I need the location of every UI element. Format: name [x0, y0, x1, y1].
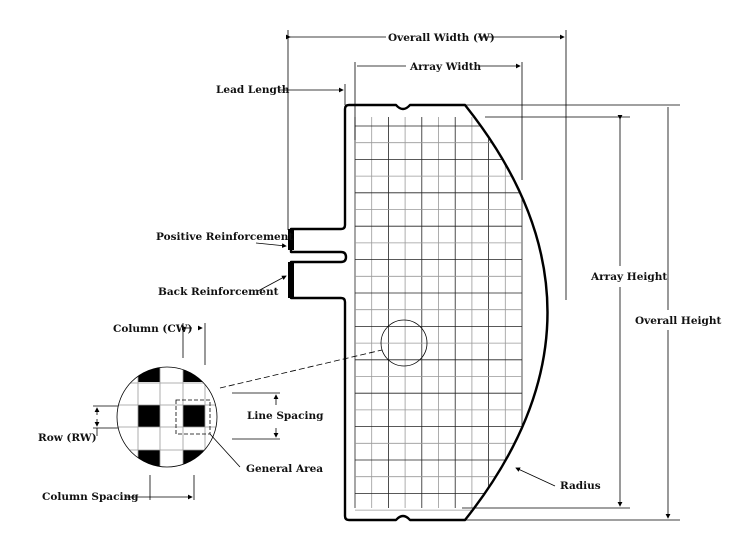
column-cw-label: Column (CW): [113, 323, 192, 335]
row-rw-label: Row (RW): [38, 432, 97, 444]
lead-length-label: Lead Length: [216, 84, 290, 96]
detail-callout-circle: [380, 319, 428, 367]
line-spacing-label: Line Spacing: [247, 410, 324, 422]
element-outline: [289, 103, 549, 522]
radius-label: Radius: [560, 480, 601, 492]
magnified-detail: [116, 366, 218, 468]
column-spacing-label: Column Spacing: [42, 491, 139, 503]
conductor-grid: [354, 117, 523, 511]
back-reinforcement-bar: [288, 262, 294, 298]
labels: Overall Width (W) Array Width Lead Lengt…: [38, 31, 721, 503]
general-area-label: General Area: [246, 463, 323, 475]
overall-width-label: Overall Width (W): [388, 32, 495, 44]
array-width-label: Array Width: [409, 61, 482, 73]
positive-reinforcement-label: Positive Reinforcement: [156, 231, 293, 243]
back-reinforcement-label: Back Reinforcement: [158, 286, 279, 298]
positive-reinforcement-bar: [288, 229, 294, 250]
overall-height-label: Overall Height: [635, 315, 721, 327]
array-height-label: Array Height: [590, 271, 667, 283]
